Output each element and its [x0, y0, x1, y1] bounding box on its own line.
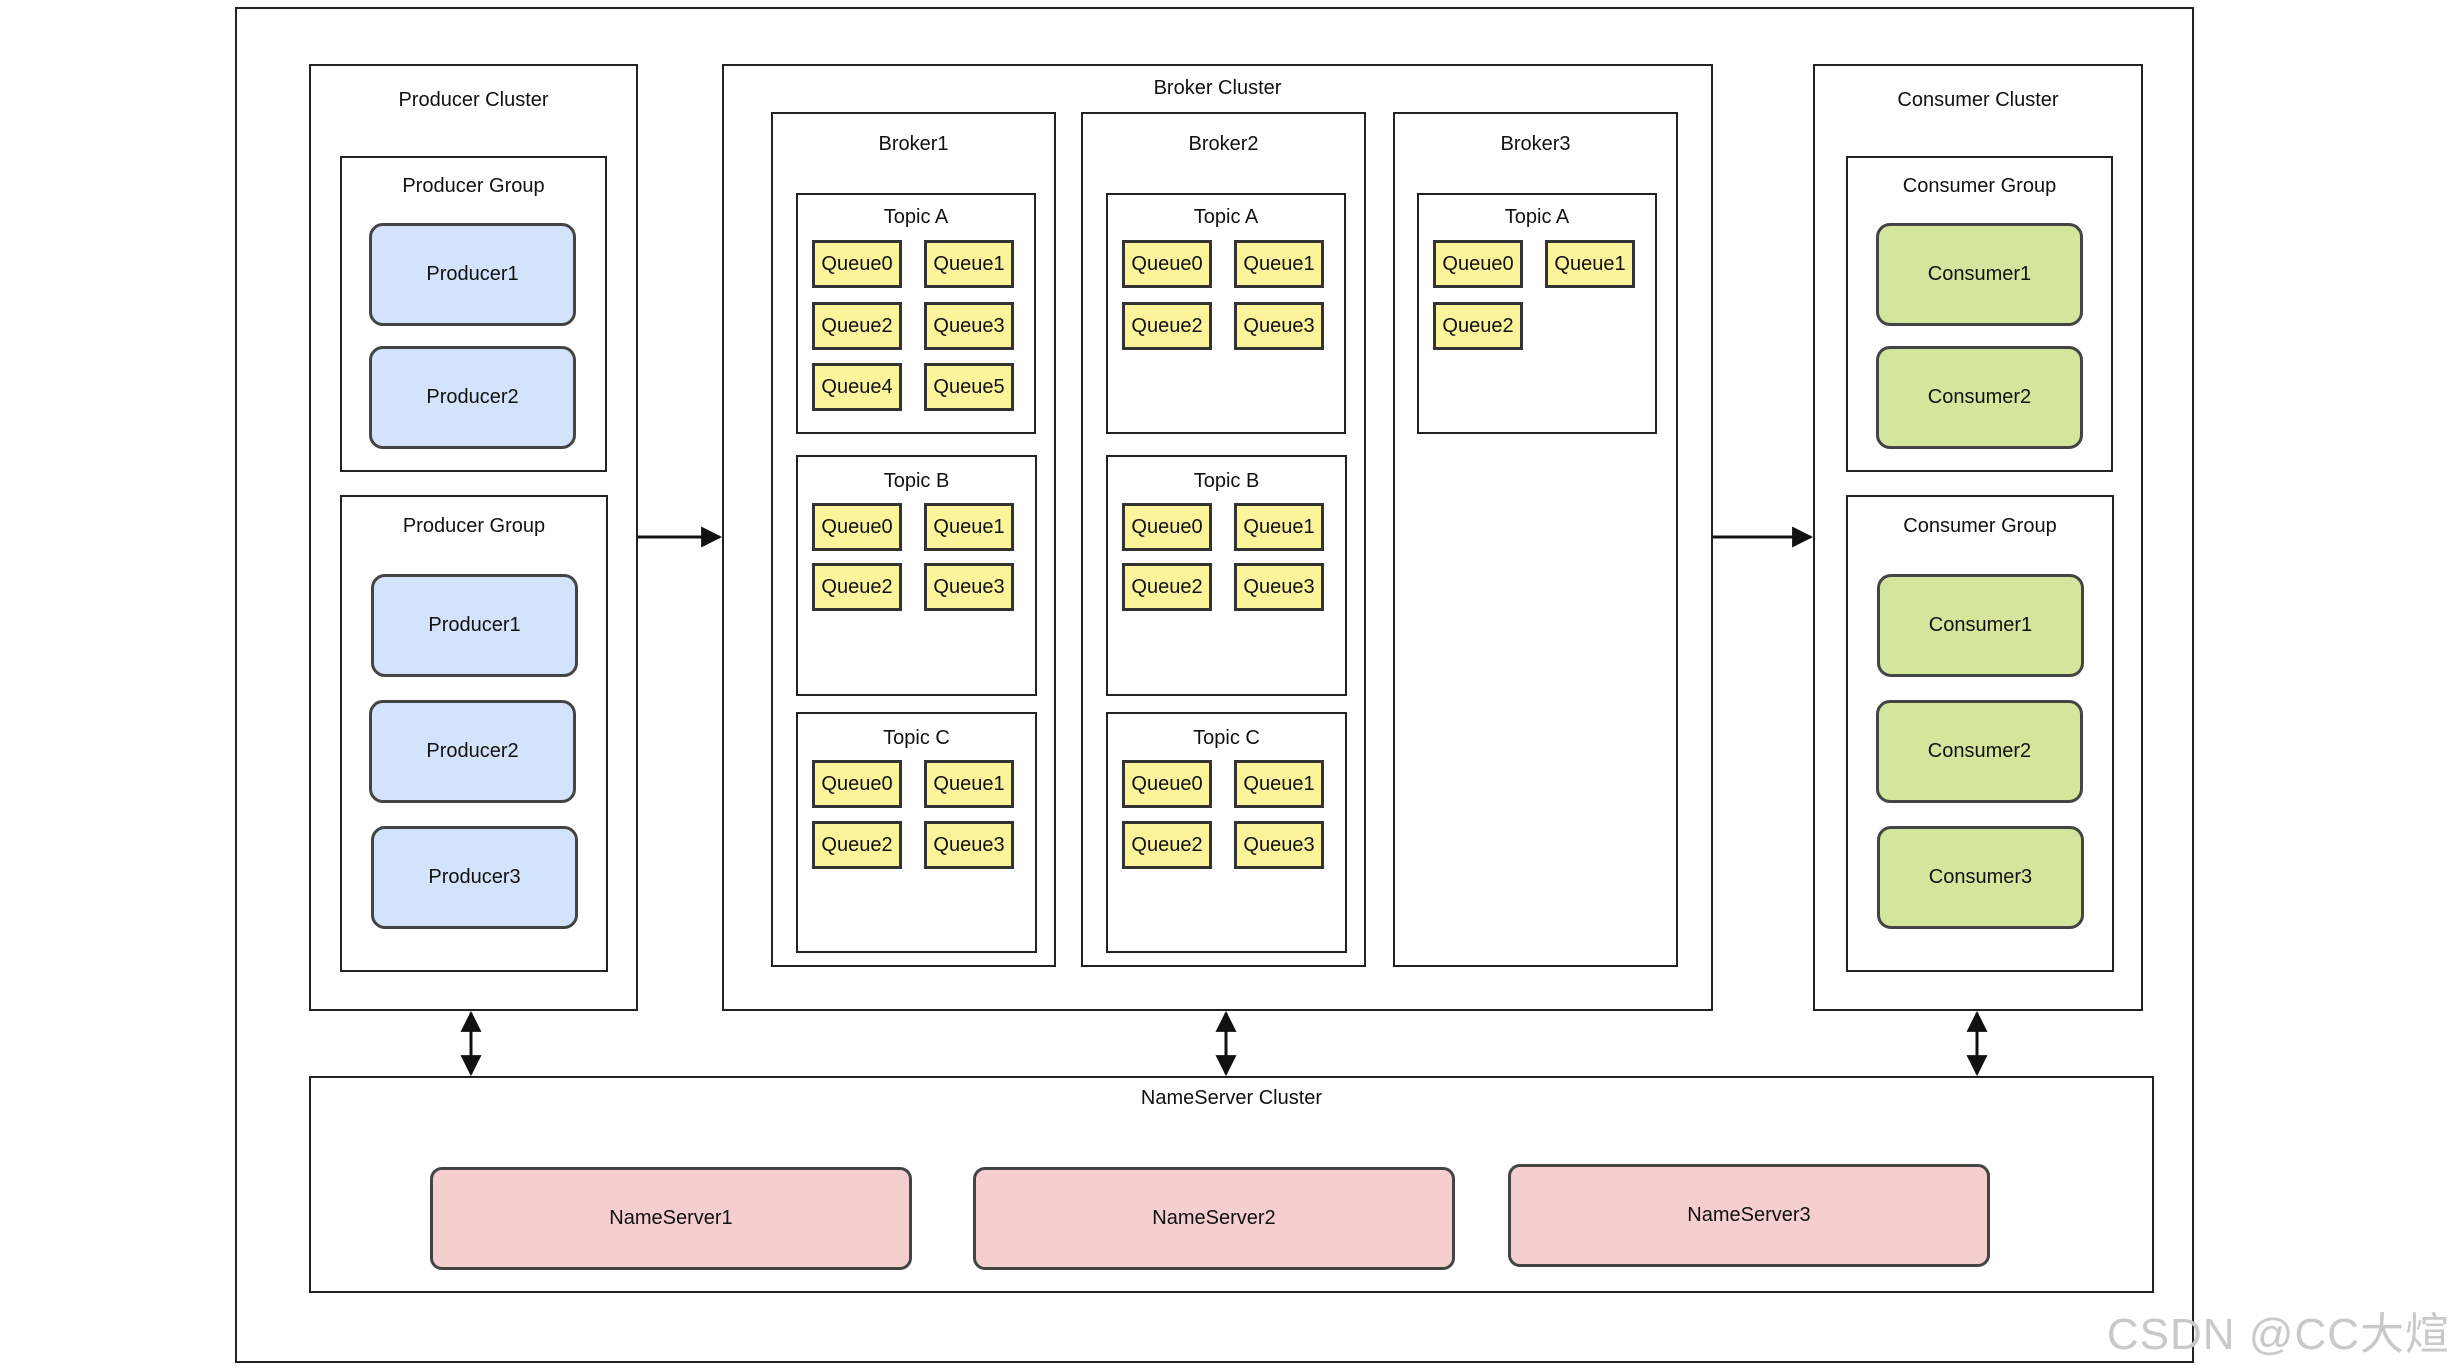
- consumer-node: Consumer3: [1877, 826, 2084, 929]
- queue: Queue1: [1234, 240, 1324, 288]
- consumer-group: Consumer Group Consumer1 Consumer2 Consu…: [1846, 495, 2114, 972]
- broker-cluster: Broker Cluster Broker1 Topic A Queue0 Qu…: [722, 64, 1713, 1011]
- queue: Queue0: [1433, 240, 1523, 288]
- producer-node: Producer1: [371, 574, 578, 677]
- producer-cluster: Producer Cluster Producer Group Producer…: [309, 64, 638, 1011]
- topic-box: Topic C Queue0 Queue1 Queue2 Queue3: [1106, 712, 1347, 953]
- topic-title: Topic A: [1193, 206, 1259, 228]
- nameserver-cluster-title: NameServer Cluster: [1140, 1087, 1323, 1109]
- queue: Queue2: [1433, 302, 1523, 350]
- nameserver-cluster: NameServer Cluster NameServer1 NameServe…: [309, 1076, 2154, 1293]
- queue: Queue2: [812, 302, 902, 350]
- queue: Queue4: [812, 363, 902, 411]
- topic-title: Topic B: [883, 470, 950, 492]
- queue: Queue3: [924, 563, 1014, 611]
- topic-title: Topic C: [1193, 727, 1260, 749]
- topic-box: Topic A Queue0 Queue1 Queue2: [1417, 193, 1657, 434]
- queue: Queue5: [924, 363, 1014, 411]
- nameserver-node: NameServer2: [973, 1167, 1455, 1270]
- producer-group-title: Producer Group: [402, 175, 545, 197]
- consumer-node: Consumer2: [1876, 700, 2083, 803]
- consumer-group-title: Consumer Group: [1903, 515, 2057, 537]
- watermark: CSDN @CC大煊: [2106, 1310, 2450, 1359]
- broker-title: Broker3: [1500, 133, 1571, 155]
- topic-title: Topic A: [1504, 206, 1570, 228]
- queue: Queue2: [812, 563, 902, 611]
- nameserver-node: NameServer1: [430, 1167, 912, 1270]
- topic-title: Topic B: [1193, 470, 1260, 492]
- queue: Queue1: [924, 240, 1014, 288]
- queue: Queue0: [812, 760, 902, 808]
- broker-cluster-title: Broker Cluster: [1153, 77, 1282, 99]
- queue: Queue3: [924, 302, 1014, 350]
- topic-box: Topic C Queue0 Queue1 Queue2 Queue3: [796, 712, 1037, 953]
- queue: Queue0: [812, 503, 902, 551]
- queue: Queue0: [1122, 760, 1212, 808]
- queue: Queue2: [1122, 821, 1212, 869]
- consumer-node: Consumer1: [1876, 223, 2083, 326]
- queue: Queue2: [1122, 302, 1212, 350]
- queue: Queue0: [1122, 240, 1212, 288]
- consumer-cluster-title: Consumer Cluster: [1897, 89, 2059, 111]
- queue: Queue0: [1122, 503, 1212, 551]
- consumer-node: Consumer2: [1876, 346, 2083, 449]
- queue: Queue1: [924, 760, 1014, 808]
- queue: Queue0: [812, 240, 902, 288]
- broker-title: Broker1: [878, 133, 949, 155]
- consumer-group: Consumer Group Consumer1 Consumer2: [1846, 156, 2113, 472]
- topic-box: Topic B Queue0 Queue1 Queue2 Queue3: [1106, 455, 1347, 696]
- producer-group: Producer Group Producer1 Producer2 Produ…: [340, 495, 608, 972]
- consumer-group-title: Consumer Group: [1902, 175, 2057, 197]
- queue: Queue3: [924, 821, 1014, 869]
- broker-2: Broker2 Topic A Queue0 Queue1 Queue2 Que…: [1081, 112, 1366, 967]
- producer-group-title: Producer Group: [402, 515, 546, 537]
- queue: Queue1: [1234, 503, 1324, 551]
- producer-cluster-title: Producer Cluster: [398, 89, 549, 111]
- consumer-node: Consumer1: [1877, 574, 2084, 677]
- outer-frame: [235, 7, 2194, 1363]
- producer-group: Producer Group Producer1 Producer2: [340, 156, 607, 472]
- topic-box: Topic B Queue0 Queue1 Queue2 Queue3: [796, 455, 1037, 696]
- producer-node: Producer3: [371, 826, 578, 929]
- topic-title: Topic A: [883, 206, 949, 228]
- producer-node: Producer2: [369, 346, 576, 449]
- queue: Queue3: [1234, 821, 1324, 869]
- topic-box: Topic A Queue0 Queue1 Queue2 Queue3: [1106, 193, 1346, 434]
- queue: Queue3: [1234, 563, 1324, 611]
- queue: Queue1: [924, 503, 1014, 551]
- queue: Queue1: [1234, 760, 1324, 808]
- broker-title: Broker2: [1188, 133, 1259, 155]
- producer-node: Producer2: [369, 700, 576, 803]
- consumer-cluster: Consumer Cluster Consumer Group Consumer…: [1813, 64, 2143, 1011]
- producer-node: Producer1: [369, 223, 576, 326]
- broker-3: Broker3 Topic A Queue0 Queue1 Queue2: [1393, 112, 1678, 967]
- queue: Queue2: [1122, 563, 1212, 611]
- nameserver-node: NameServer3: [1508, 1164, 1990, 1267]
- queue: Queue3: [1234, 302, 1324, 350]
- broker-1: Broker1 Topic A Queue0 Queue1 Queue2 Que…: [771, 112, 1056, 967]
- topic-title: Topic C: [883, 727, 950, 749]
- topic-box: Topic A Queue0 Queue1 Queue2 Queue3 Queu…: [796, 193, 1036, 434]
- queue: Queue2: [812, 821, 902, 869]
- queue: Queue1: [1545, 240, 1635, 288]
